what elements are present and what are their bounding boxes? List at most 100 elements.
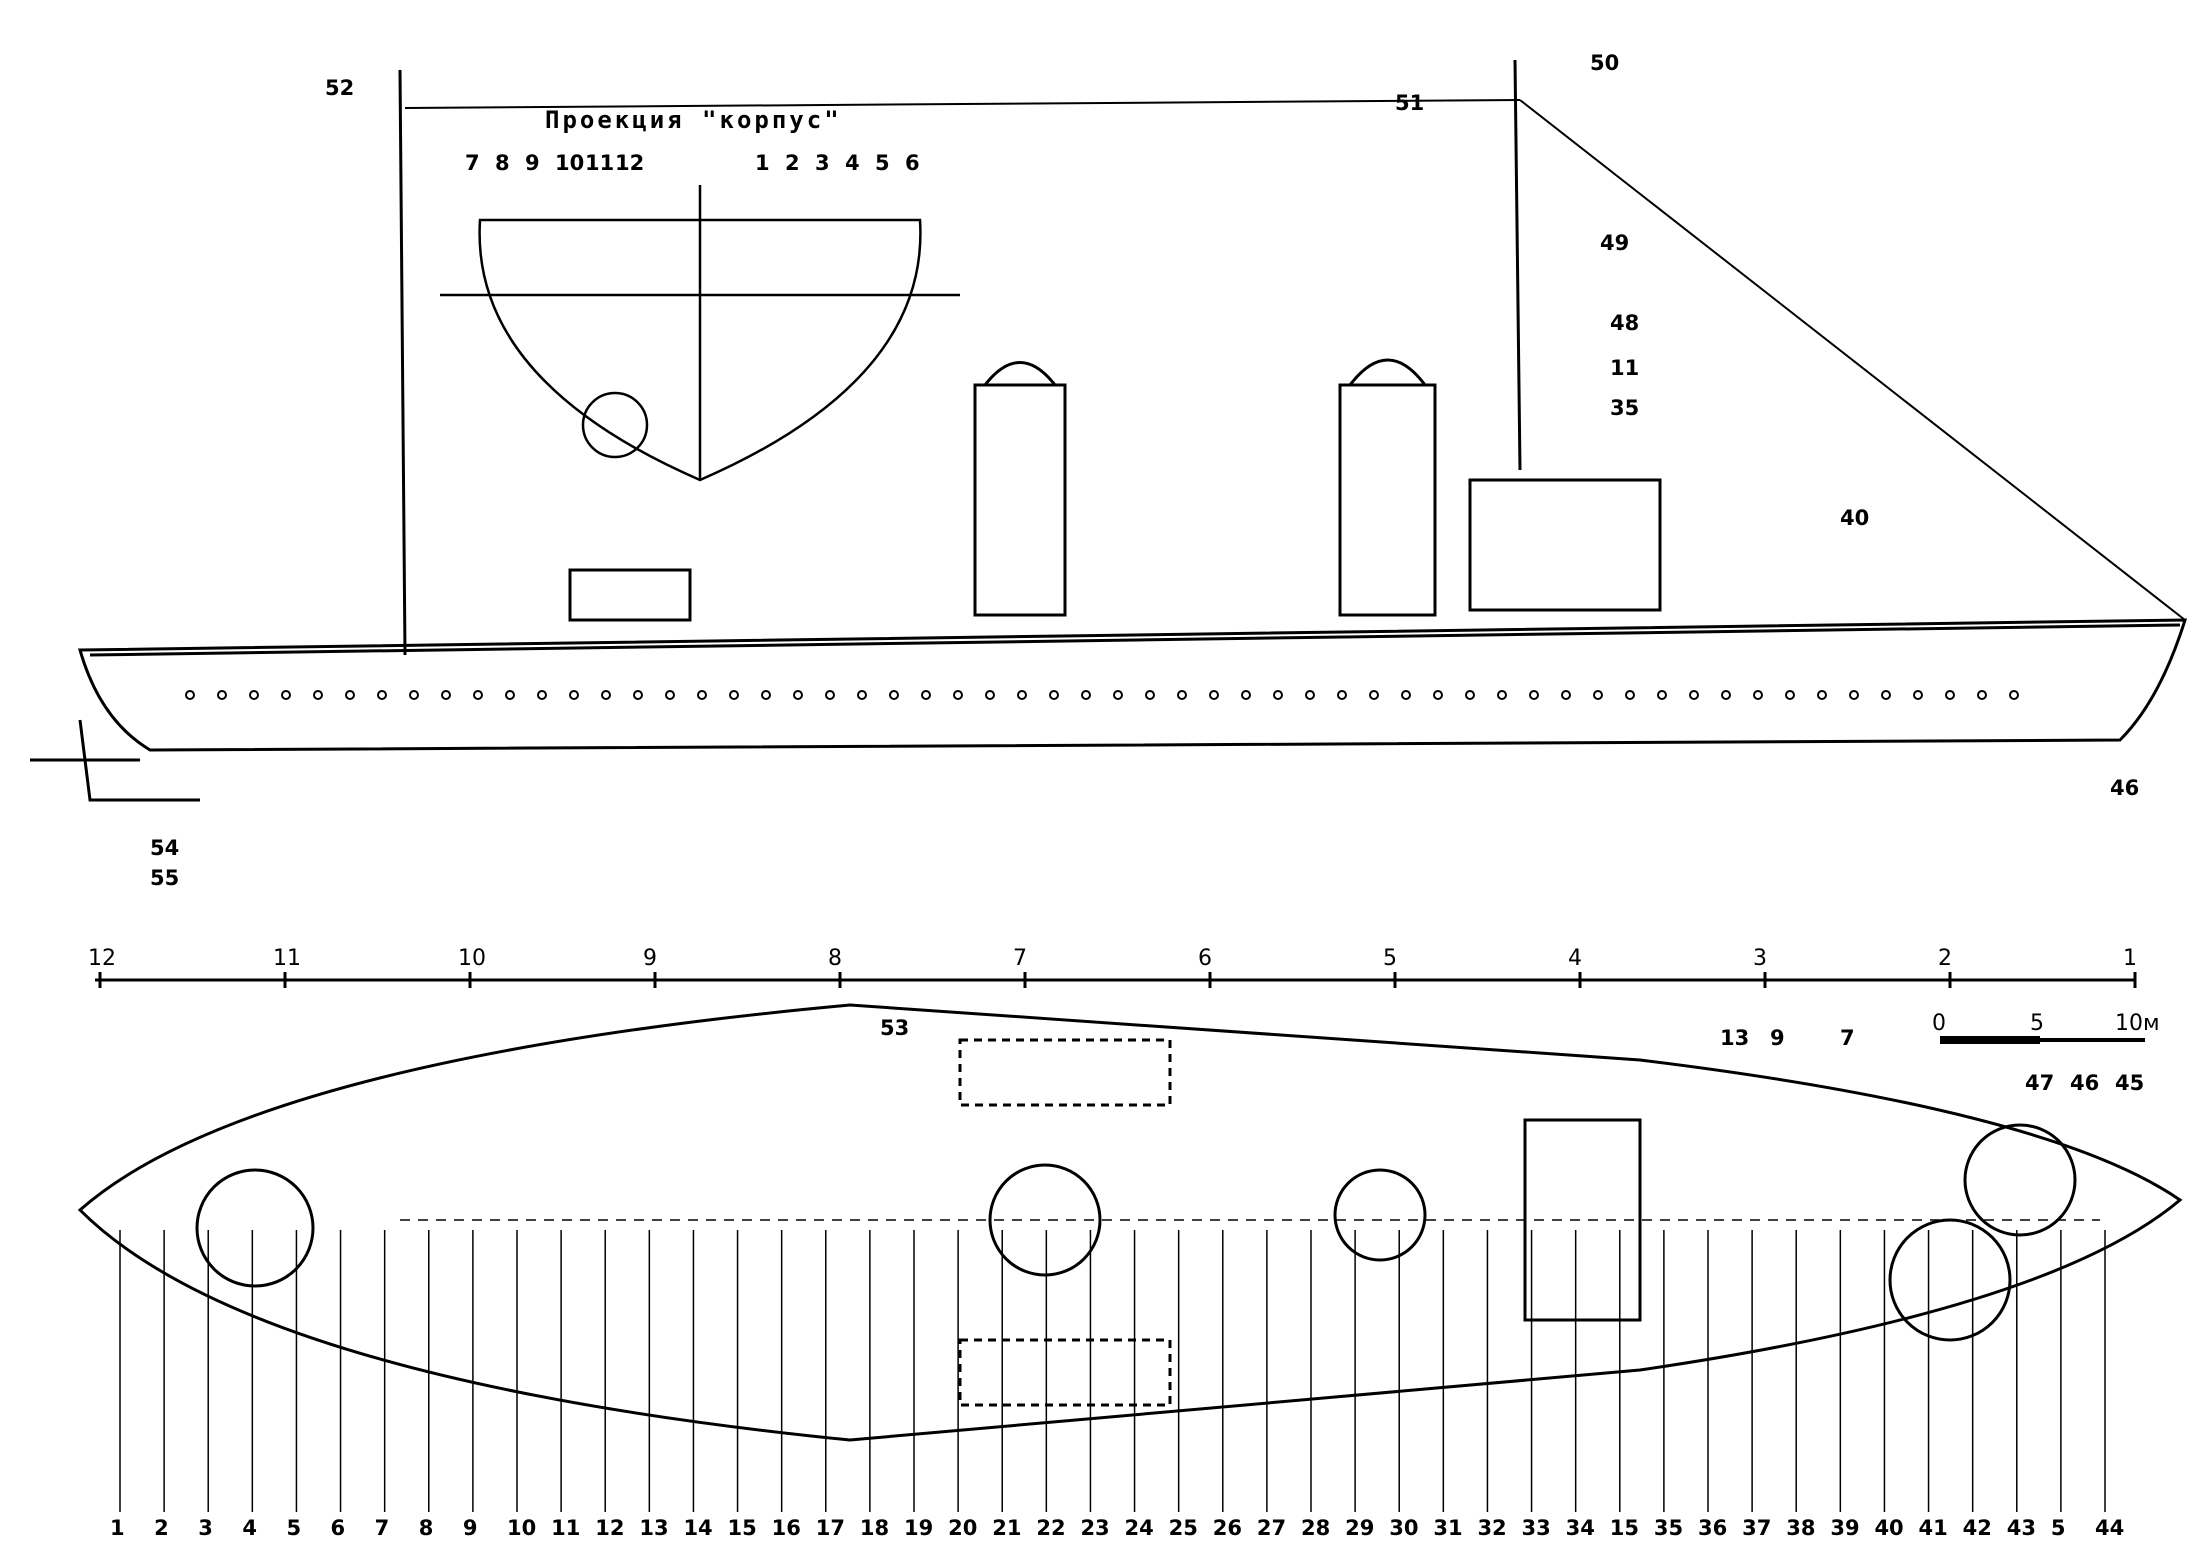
plan-bottom-callout: 41 [1919, 1516, 1948, 1540]
ruler-label: 7 [1013, 946, 1027, 971]
plan-bottom-callout: 2 [154, 1516, 169, 1540]
porthole [1337, 690, 1347, 700]
porthole [633, 690, 643, 700]
station-label-left: 11 [585, 151, 614, 175]
plan-bottom-callout: 11 [551, 1516, 580, 1540]
body-plan-title: Проекция "корпус" [545, 106, 842, 134]
plan-bottom-callout: 25 [1169, 1516, 1198, 1540]
porthole [1945, 690, 1955, 700]
porthole [1145, 690, 1155, 700]
porthole [1305, 690, 1315, 700]
funnel-plan-aft [1333, 1168, 1427, 1262]
porthole [409, 690, 419, 700]
porthole [793, 690, 803, 700]
plan-bottom-callout: 40 [1874, 1516, 1903, 1540]
porthole [1721, 690, 1731, 700]
plan-top-callout: 13 [1720, 1026, 1749, 1050]
porthole [345, 690, 355, 700]
plan-bottom-callout: 38 [1786, 1516, 1815, 1540]
plan-bottom-callout: 24 [1125, 1516, 1154, 1540]
plan-bottom-callout: 32 [1477, 1516, 1506, 1540]
side-profile [30, 59, 2188, 802]
station-label-right: 2 [785, 151, 800, 175]
porthole [953, 690, 963, 700]
funnel-plan-forward [988, 1163, 1102, 1277]
plan-bottom-callout: 14 [683, 1516, 712, 1540]
plan-bottom-callout: 20 [948, 1516, 977, 1540]
plan-bottom-callout: 30 [1389, 1516, 1418, 1540]
plan-bottom-callout: 5 [286, 1516, 301, 1540]
porthole [1401, 690, 1411, 700]
plan-bottom-callout: 42 [1963, 1516, 1992, 1540]
porthole [473, 690, 483, 700]
porthole [1849, 690, 1859, 700]
porthole [1785, 690, 1795, 700]
profile-callout: 50 [1590, 51, 1619, 75]
porthole [1913, 690, 1923, 700]
porthole [825, 690, 835, 700]
plan-bottom-callout: 28 [1301, 1516, 1330, 1540]
plan-bottom-callout: 21 [992, 1516, 1021, 1540]
plan-bottom-callout: 36 [1698, 1516, 1727, 1540]
porthole [1433, 690, 1443, 700]
fore-stay [1519, 99, 2186, 621]
plan-bottom-callout: 1 [110, 1516, 125, 1540]
plan-bottom-callout: 6 [331, 1516, 346, 1540]
mast-stay [404, 99, 1521, 109]
profile-callout: 48 [1610, 311, 1639, 335]
station-label-left: 7 [465, 151, 480, 175]
plan-bottom-callout: 8 [419, 1516, 434, 1540]
station-label-left: 9 [525, 151, 540, 175]
plan-bottom-callout: 10 [507, 1516, 536, 1540]
porthole [2009, 690, 2019, 700]
porthole [313, 690, 323, 700]
porthole [889, 690, 899, 700]
ruler-label: 4 [1568, 946, 1582, 971]
porthole [697, 690, 707, 700]
station-label-right: 3 [815, 151, 830, 175]
porthole [1561, 690, 1571, 700]
ruler-label: 2 [1938, 946, 1952, 971]
profile-callout: 11 [1610, 356, 1639, 380]
porthole [985, 690, 995, 700]
scale-end: 10м [2115, 1011, 2160, 1036]
scale-mid: 5 [2030, 1011, 2044, 1036]
porthole [441, 690, 451, 700]
gun-turret-aft-lower [1888, 1218, 2012, 1342]
plan-bottom-callout: 13 [639, 1516, 668, 1540]
porthole [1465, 690, 1475, 700]
station-label-right: 4 [845, 151, 860, 175]
plan-bottom-callout: 39 [1830, 1516, 1859, 1540]
plan-top-callout: 9 [1770, 1026, 1785, 1050]
plan-top-callout: 53 [880, 1016, 909, 1040]
profile-callout: 52 [325, 76, 354, 100]
porthole [1049, 690, 1059, 700]
plan-bottom-callout: 26 [1213, 1516, 1242, 1540]
porthole [569, 690, 579, 700]
porthole [377, 690, 387, 700]
station-label-left: 12 [615, 151, 644, 175]
profile-callout: 40 [1840, 506, 1869, 530]
plan-bottom-callout: 44 [2095, 1516, 2124, 1540]
plan-bottom-callout: 9 [463, 1516, 478, 1540]
ruler-label: 10 [458, 946, 486, 971]
plan-bottom-callout: 35 [1654, 1516, 1683, 1540]
plan-top-callout: 46 [2070, 1071, 2099, 1095]
profile-callout: 51 [1395, 91, 1424, 115]
ruler-label: 8 [828, 946, 842, 971]
plan-bottom-callout: 22 [1036, 1516, 1065, 1540]
porthole [1209, 690, 1219, 700]
ruler-label: 1 [2123, 946, 2137, 971]
porthole [1881, 690, 1891, 700]
porthole [505, 690, 515, 700]
plan-bottom-callout: 12 [595, 1516, 624, 1540]
deck-plan-outline [77, 1003, 2183, 1442]
porthole [281, 690, 291, 700]
profile-callout: 55 [150, 866, 179, 890]
hull-outline [78, 618, 2188, 752]
plan-bottom-callout: 23 [1080, 1516, 1109, 1540]
plan-bottom-callout: 34 [1566, 1516, 1595, 1540]
